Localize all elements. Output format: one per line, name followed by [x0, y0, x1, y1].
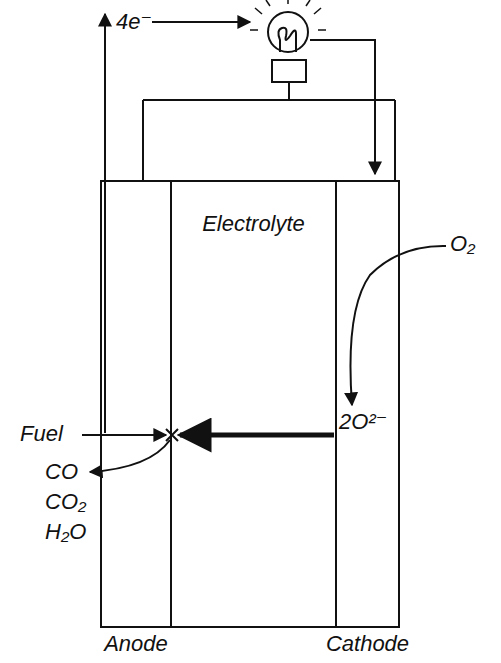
- chem-label: Fuel: [20, 422, 63, 446]
- chem-label: 2O²⁻: [339, 410, 387, 434]
- bulb-base: [272, 60, 306, 82]
- oxide-ion-arrow: [180, 433, 334, 438]
- cell-layer: Electrolyte: [170, 180, 337, 628]
- fuel-arrow: [82, 434, 166, 436]
- layer-name: Electrolyte: [202, 212, 305, 236]
- product-arrow: [90, 440, 170, 472]
- electron-return-wire: [310, 40, 375, 174]
- chem-label: CO₂: [45, 490, 86, 514]
- layer-name: Cathode: [326, 632, 409, 656]
- light-rays: [250, 0, 326, 30]
- layer-name: Anode: [104, 632, 168, 656]
- reaction-point: [166, 429, 178, 441]
- chem-label: H₂O: [45, 520, 86, 544]
- electron-arrow: [152, 21, 250, 23]
- bulb-filament: [278, 28, 296, 52]
- chem-label: 4e⁻: [116, 10, 152, 34]
- cell-layer: Anode: [100, 180, 172, 628]
- circuit-wire: [143, 82, 395, 180]
- chem-label: CO: [45, 460, 78, 484]
- chem-label: O₂: [450, 232, 476, 256]
- electron-wire: [104, 14, 106, 433]
- cell-layer: Cathode: [335, 180, 400, 628]
- bulb-glass: [268, 12, 308, 52]
